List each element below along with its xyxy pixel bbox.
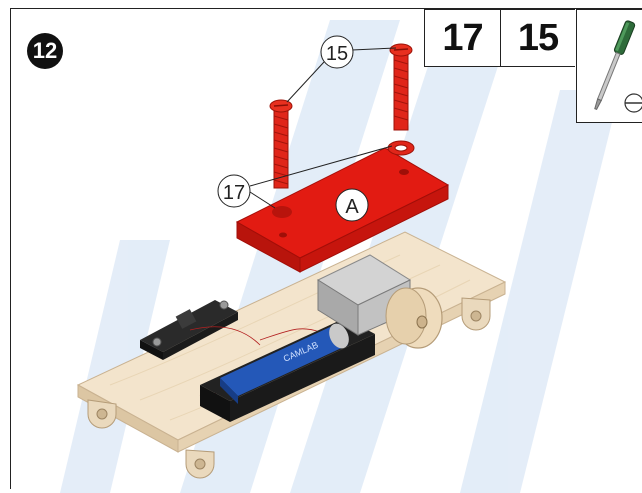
motor bbox=[316, 254, 443, 349]
part-label-17: 17 bbox=[425, 10, 501, 66]
tool-panel bbox=[576, 9, 642, 123]
page-frame bbox=[10, 8, 642, 489]
callout-a: A bbox=[335, 188, 369, 222]
callout-15-label: 15 bbox=[326, 43, 348, 65]
flathead-screwdriver-icon bbox=[594, 20, 642, 113]
callout-a-label: A bbox=[345, 196, 359, 218]
screw-left bbox=[269, 99, 293, 189]
callout-15: 15 bbox=[320, 35, 354, 69]
washer bbox=[387, 140, 415, 156]
leader-lines bbox=[249, 47, 397, 209]
slide-switch bbox=[140, 300, 238, 360]
part-label-15: 15 bbox=[517, 16, 559, 59]
callout-17-label: 17 bbox=[223, 182, 245, 204]
parts-list: 17 15 bbox=[424, 9, 575, 67]
callout-17: 17 bbox=[217, 174, 251, 208]
screw-right bbox=[389, 43, 413, 131]
wheels bbox=[87, 297, 491, 479]
step-number-badge: 12 bbox=[27, 33, 63, 69]
